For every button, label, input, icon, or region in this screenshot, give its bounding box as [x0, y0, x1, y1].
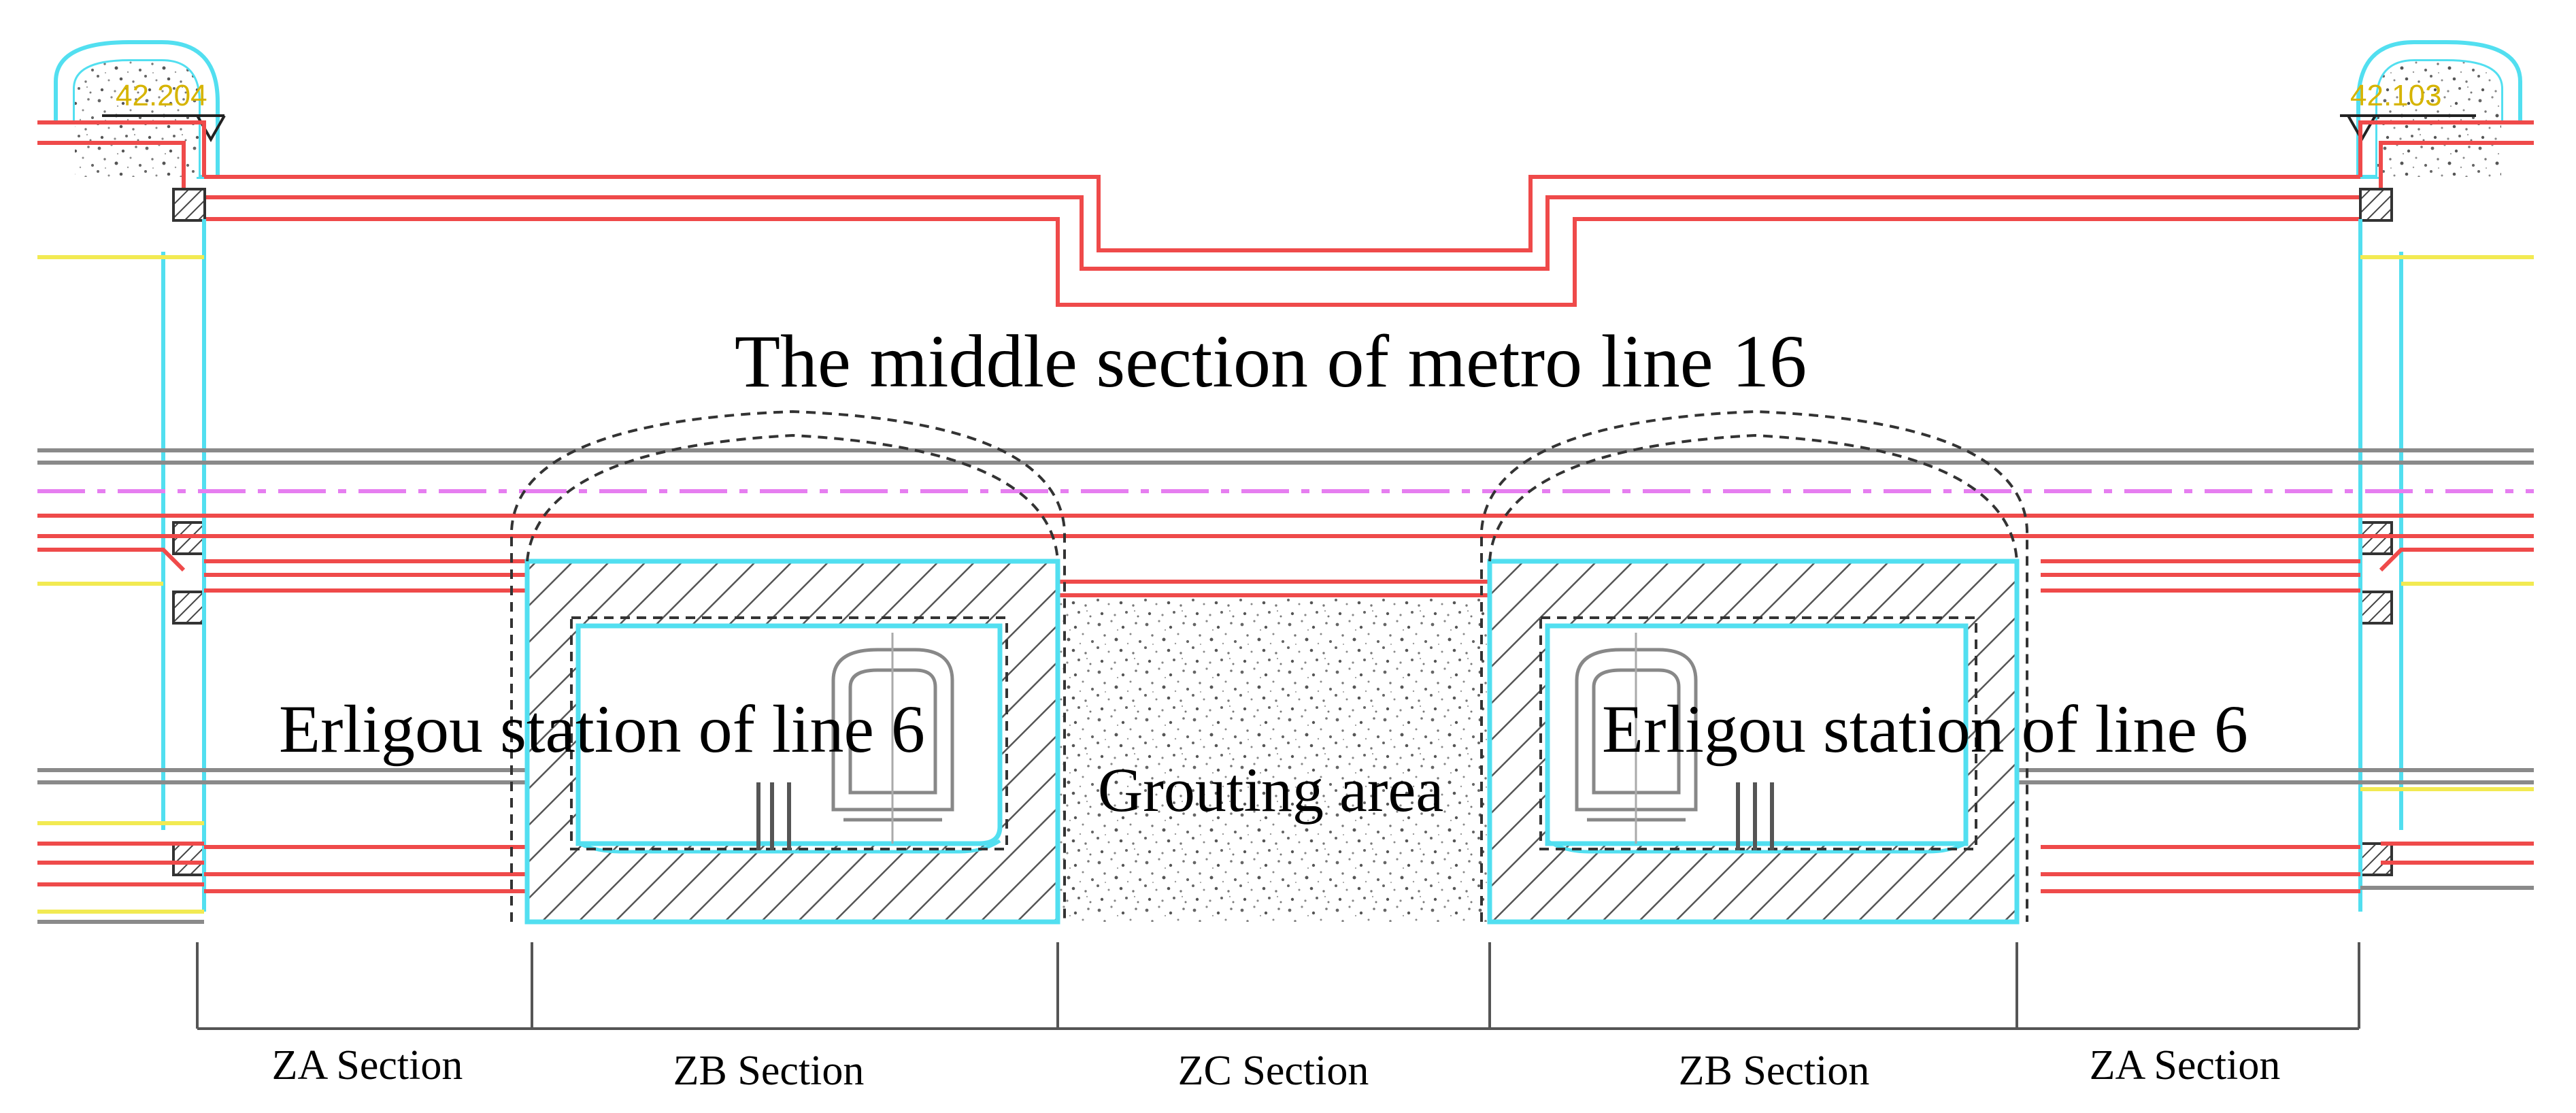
- grouting-area-label: Grouting area: [1098, 755, 1443, 825]
- section-label-za-right: ZA Section: [2090, 1042, 2281, 1089]
- section-label-zb-left: ZB Section: [673, 1048, 865, 1094]
- train-right: [1575, 633, 1774, 850]
- grouting-area: [1058, 599, 1490, 922]
- elevation-marker-right: 42.103: [2340, 40, 2522, 179]
- elevation-label-right: 42.103: [2350, 79, 2442, 112]
- edge-markers: [37, 255, 2534, 914]
- elevation-marker-left: 42.204: [54, 40, 226, 179]
- elevation-label-left: 42.204: [116, 79, 207, 112]
- section-label-za-left: ZA Section: [272, 1042, 463, 1089]
- metro-line-16-upper-structure: [37, 120, 2534, 307]
- dashed-outline-right: [1480, 410, 2028, 922]
- lower-red-lines: [37, 514, 2534, 893]
- main-title-label: The middle section of metro line 16: [735, 320, 1807, 403]
- station-label-left: Erligou station of line 6: [279, 691, 925, 767]
- station-label-right: Erligou station of line 6: [1602, 691, 2248, 767]
- train-left: [756, 633, 954, 850]
- outer-walls: [161, 219, 2403, 912]
- section-label-zb-right: ZB Section: [1679, 1048, 1870, 1094]
- section-label-zc: ZC Section: [1178, 1048, 1369, 1094]
- wall-blocks: [172, 188, 2393, 876]
- section-dimension-lines: [196, 942, 2360, 1030]
